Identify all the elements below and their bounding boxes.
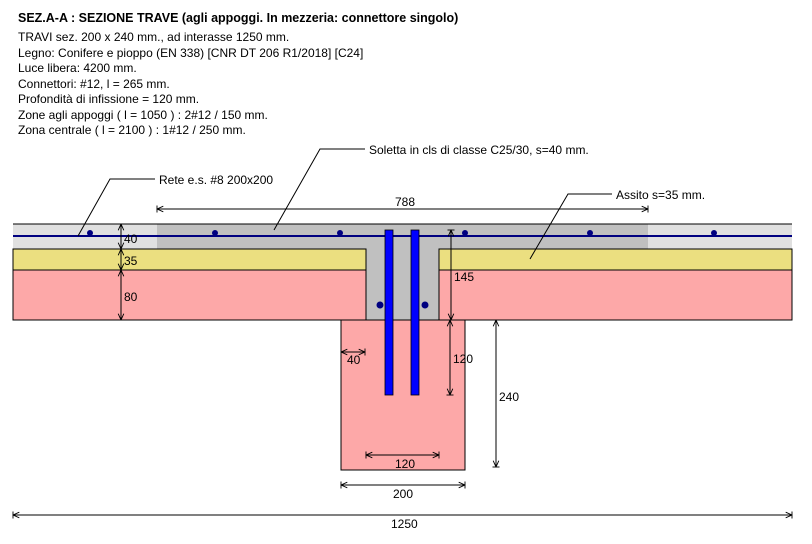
dim-label-slab: 40 <box>124 232 138 246</box>
connector <box>384 229 394 396</box>
info-line: TRAVI sez. 200 x 240 mm., ad interasse 1… <box>18 30 290 44</box>
boards-right <box>438 248 793 271</box>
rebar-dot <box>421 301 429 309</box>
dim-label-788: 788 <box>395 195 415 209</box>
label-soletta: Soletta in cls di classe C25/30, s=40 mm… <box>369 143 589 157</box>
concrete-rib <box>366 249 439 320</box>
rebar-dot <box>462 230 468 236</box>
rebar-dot <box>711 230 717 236</box>
info-line: Legno: Conifere e pioppo (EN 338) [CNR D… <box>18 45 364 60</box>
timber-left <box>12 269 367 321</box>
dim-label-beam-width: 200 <box>393 487 413 501</box>
connector <box>410 229 420 396</box>
dim-label-beam-height: 240 <box>499 390 519 404</box>
info-line: Profondità di infissione = 120 mm. <box>18 92 200 106</box>
timber-right <box>438 269 793 321</box>
dim-label-penetration: 120 <box>453 352 473 366</box>
info-line: Luce libera: 4200 mm. <box>18 61 137 75</box>
dim-label-edge: 40 <box>347 353 361 367</box>
rebar-dot <box>212 230 218 236</box>
header: SEZ.A-A : SEZIONE TRAVE (agli appoggi. I… <box>18 11 458 139</box>
dimension-lines <box>13 209 792 515</box>
rebar-dot <box>337 230 343 236</box>
info-line: Connettori: #12, l = 265 mm. <box>18 76 170 91</box>
dim-label-boards: 35 <box>124 254 138 268</box>
label-rete: Rete e.s. #8 200x200 <box>159 173 273 187</box>
dim-label-beam-upper: 80 <box>124 290 138 304</box>
dim-label-spacing: 120 <box>395 457 415 471</box>
timber-beam <box>340 319 466 471</box>
rebar-dot <box>376 301 384 309</box>
rebar-dot <box>587 230 593 236</box>
leader-soletta <box>273 148 365 231</box>
drawing-title: SEZ.A-A : SEZIONE TRAVE (agli appoggi. I… <box>18 11 459 25</box>
dim-label-rib: 145 <box>454 270 474 284</box>
label-assito: Assito s=35 mm. <box>616 188 705 202</box>
dim-label-interaxis: 1250 <box>391 517 418 531</box>
leader-assito <box>529 193 612 260</box>
rebar-dots <box>87 230 717 309</box>
info-line: Zone agli appoggi ( l = 1050 ) : 2#12 / … <box>18 107 268 122</box>
leader-rete <box>77 178 155 237</box>
info-line: Zona centrale ( l = 2100 ) : 1#12 / 250 … <box>18 123 246 137</box>
rebar-dot <box>87 230 93 236</box>
boards-left <box>12 248 367 271</box>
